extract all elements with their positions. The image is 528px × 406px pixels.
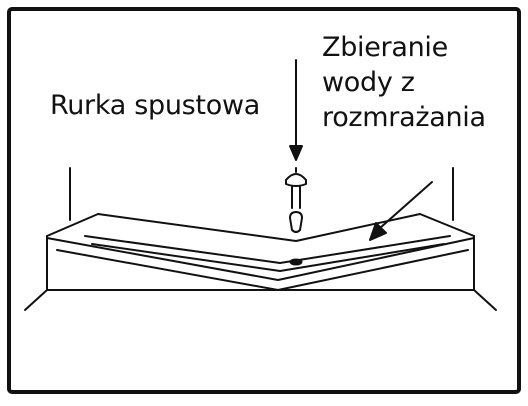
cabinet-walls bbox=[69, 167, 454, 221]
drain-pipe-label: Rurka spustowa bbox=[50, 90, 260, 121]
collection-pointer bbox=[369, 181, 433, 241]
drain-hole bbox=[289, 258, 303, 266]
drain-pipe bbox=[285, 59, 307, 233]
defrost-water-label: Zbieranie wody z rozmrażania bbox=[322, 30, 486, 135]
defrost-water-label-line-1: Zbieranie bbox=[322, 32, 448, 63]
diagram-frame bbox=[7, 7, 521, 394]
defrost-water-label-line-3: rozmrażania bbox=[322, 102, 486, 133]
defrost-water-label-line-2: wody z bbox=[322, 67, 415, 98]
drain-tray bbox=[24, 213, 497, 311]
